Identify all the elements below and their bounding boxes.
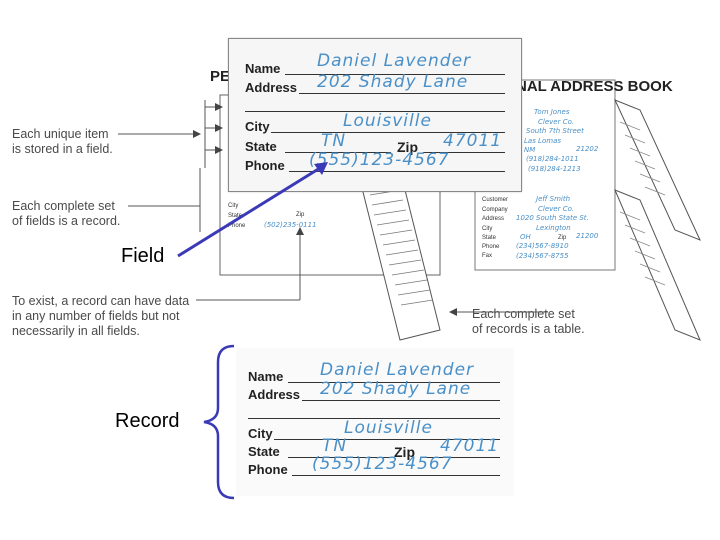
- card-top-zip-value: 47011: [443, 131, 503, 151]
- small-card-2-phone: (234)567-8910: [516, 242, 569, 250]
- card-bottom-city-value: Louisville: [344, 418, 433, 438]
- small-card-2-address-label: Address: [482, 216, 505, 222]
- card-bottom-name-line: [288, 382, 500, 383]
- small-card-2-zip-label: Zip: [558, 235, 567, 241]
- card-top-name-line: [285, 74, 505, 75]
- card-top-city-value: Louisville: [343, 111, 432, 131]
- field-pointer-head: [314, 162, 328, 175]
- card-top-phone-label: Phone: [245, 158, 285, 173]
- card-bottom-address-value: 202 Shady Lane: [320, 379, 472, 399]
- back-card-phone: (502)235-0111: [264, 221, 317, 229]
- record-card-top: Name Daniel Lavender Address 202 Shady L…: [228, 38, 522, 192]
- card-bottom-city-label: City: [248, 426, 273, 441]
- small-card-2-fax-label: Fax: [482, 253, 493, 259]
- small-card-1-address: South 7th Street: [526, 127, 584, 135]
- book-title-right: NAL ADDRESS BOOK: [516, 78, 673, 95]
- card-top-phone-line: [289, 171, 505, 172]
- small-card-1-customer: Tom Jones: [534, 108, 570, 116]
- card-top-address-line: [299, 93, 505, 94]
- small-card-2-state: OH: [520, 233, 531, 241]
- card-bottom-state-value: TN: [322, 436, 348, 456]
- card-top-state-value: TN: [321, 131, 347, 151]
- small-record-card-1: Tom Jones Clever Co. South 7th Street La…: [480, 108, 612, 176]
- back-card-city-label: City: [228, 203, 239, 209]
- back-card-state-label: State: [228, 213, 243, 219]
- small-card-2-zip: 21200: [576, 232, 599, 240]
- card-top-blank-line: [245, 111, 505, 112]
- card-top-zip-label: Zip: [397, 139, 418, 155]
- card-top-phone-value: (555)123-4567: [309, 150, 450, 170]
- field-pointer-line: [177, 166, 321, 258]
- card-top-state-label: State: [245, 139, 277, 154]
- card-top-name-label: Name: [245, 61, 281, 76]
- card-bottom-state-label: State: [248, 444, 280, 459]
- card-bottom-city-line: [274, 439, 500, 440]
- small-card-2-phone-label: Phone: [482, 244, 500, 250]
- card-top-name-value: Daniel Lavender: [317, 51, 472, 71]
- card-bottom-phone-label: Phone: [248, 462, 288, 477]
- back-card-phone-label: Phone: [228, 223, 246, 229]
- back-record-card: City State Zip Phone (502)235-0111: [224, 195, 359, 235]
- card-bottom-zip-value: 47011: [440, 436, 500, 456]
- small-card-1-company: Clever Co.: [538, 118, 575, 126]
- card-bottom-blank-line: [248, 418, 500, 419]
- card-top-zip-line: [423, 152, 505, 153]
- card-bottom-address-label: Address: [248, 387, 301, 402]
- card-top-address-label: Address: [245, 80, 298, 95]
- card-bottom-phone-value: (555)123-4567: [312, 454, 453, 474]
- card-top-address-value: 202 Shady Lane: [317, 72, 469, 92]
- small-card-1-fax: (918)284-1213: [528, 165, 581, 173]
- table-annotation: Each complete set of records is a table.: [472, 307, 585, 336]
- small-card-2-city-label: City: [482, 226, 493, 232]
- small-card-2-city: Lexington: [536, 224, 571, 232]
- record-annotation: Each complete set of fields is a record.: [12, 199, 121, 228]
- small-card-2-company: Clever Co.: [538, 205, 575, 213]
- small-card-1-phone: (918)284-1011: [526, 155, 579, 163]
- small-card-2-customer: Jeff Smith: [536, 195, 571, 203]
- small-card-2-customer-label: Customer: [482, 197, 509, 203]
- card-top-city-label: City: [245, 119, 270, 134]
- record-card-bottom: Name Daniel Lavender Address 202 Shady L…: [236, 348, 514, 496]
- small-card-2-company-label: Company: [482, 207, 508, 213]
- back-card-zip-label: Zip: [296, 212, 305, 218]
- small-record-card-2: Customer Company Address City State Zip …: [480, 195, 612, 267]
- card-bottom-phone-line: [292, 475, 500, 476]
- small-card-1-zip: 21202: [576, 145, 599, 153]
- data-annotation: To exist, a record can have data in any …: [12, 294, 190, 338]
- record-label: Record: [115, 410, 180, 432]
- small-card-1-city: Las Lomas: [524, 137, 561, 145]
- card-bottom-name-value: Daniel Lavender: [320, 360, 475, 380]
- card-bottom-zip-line: [420, 457, 500, 458]
- card-top-state-line: [285, 152, 391, 153]
- small-card-2-address: 1020 South State St.: [516, 214, 589, 222]
- book-title-left: PE: [210, 68, 231, 85]
- small-card-1-state: NM: [524, 146, 536, 154]
- small-card-2-state-label: State: [482, 235, 497, 241]
- field-label: Field: [121, 245, 165, 267]
- card-bottom-zip-label: Zip: [394, 444, 415, 460]
- card-top-city-line: [271, 132, 505, 133]
- card-bottom-name-label: Name: [248, 369, 284, 384]
- field-annotation: Each unique item is stored in a field.: [12, 127, 113, 156]
- record-brace: [203, 344, 235, 500]
- card-bottom-state-line: [288, 457, 390, 458]
- small-card-2-fax: (234)567-8755: [516, 252, 569, 260]
- card-bottom-address-line: [302, 400, 500, 401]
